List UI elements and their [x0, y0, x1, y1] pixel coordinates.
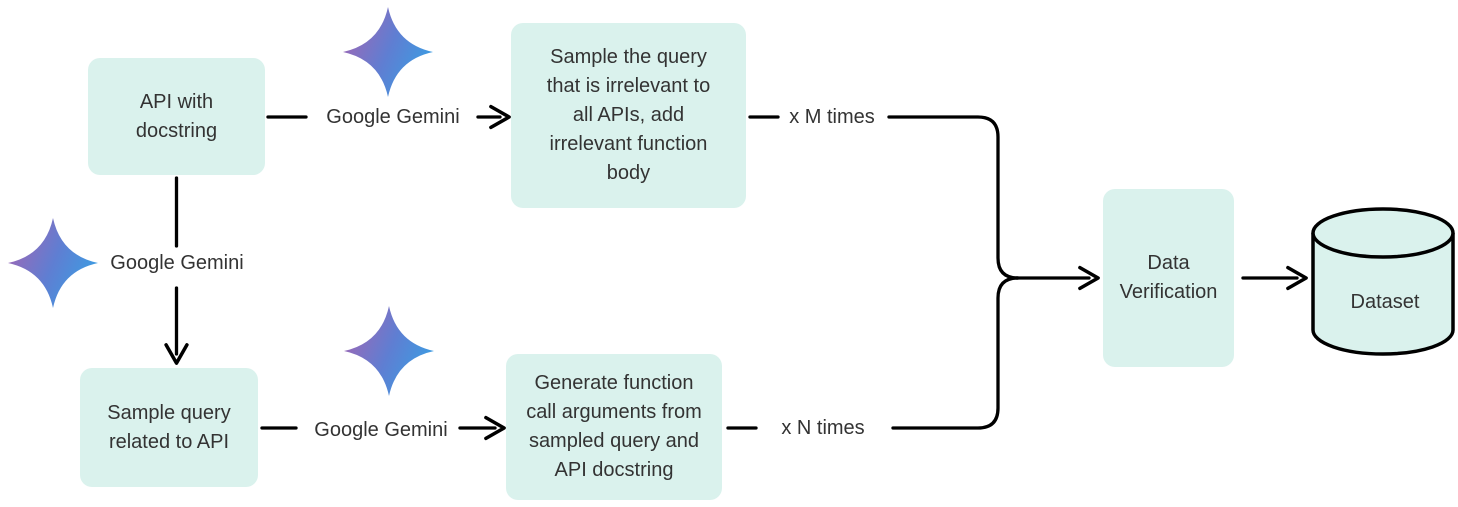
- edge-ntimes-merge-path: [891, 276, 1020, 430]
- node-dataset-label: Dataset: [1350, 291, 1420, 313]
- node-sample-irrelevant-query: Sample the query that is irrelevant to a…: [511, 23, 746, 208]
- gemini-sparkle-icon: [344, 306, 434, 396]
- node-label: Sample the query that is irrelevant to a…: [546, 46, 711, 184]
- edge-label-x-n-times: x N times: [781, 417, 865, 439]
- edge-mtimes-merge-path: [887, 115, 1020, 280]
- edge-label-google-gemini-bottom: Google Gemini: [314, 419, 448, 441]
- edge-label-x-m-times: x M times: [789, 106, 875, 128]
- node-label: Data Verification: [1119, 252, 1218, 303]
- database-cylinder-body: [1311, 233, 1455, 356]
- edge-label-google-gemini-top: Google Gemini: [326, 106, 460, 128]
- node-label: API with docstring: [135, 90, 218, 142]
- database-cylinder-icon: [1311, 207, 1455, 356]
- node-sample-related-query: Sample query related to API: [80, 368, 258, 487]
- edge-label-google-gemini-left: Google Gemini: [110, 252, 244, 274]
- node-label: Generate function call arguments from sa…: [526, 372, 702, 481]
- gemini-sparkle-icon: [343, 7, 433, 97]
- node-data-verification: Data Verification: [1103, 189, 1234, 367]
- node-api-with-docstring: API with docstring: [88, 58, 265, 175]
- node-generate-function-call: Generate function call arguments from sa…: [506, 354, 722, 500]
- node-label: Sample query related to API: [107, 401, 231, 453]
- database-cylinder-top: [1311, 207, 1455, 259]
- gemini-sparkle-icon: [8, 218, 98, 308]
